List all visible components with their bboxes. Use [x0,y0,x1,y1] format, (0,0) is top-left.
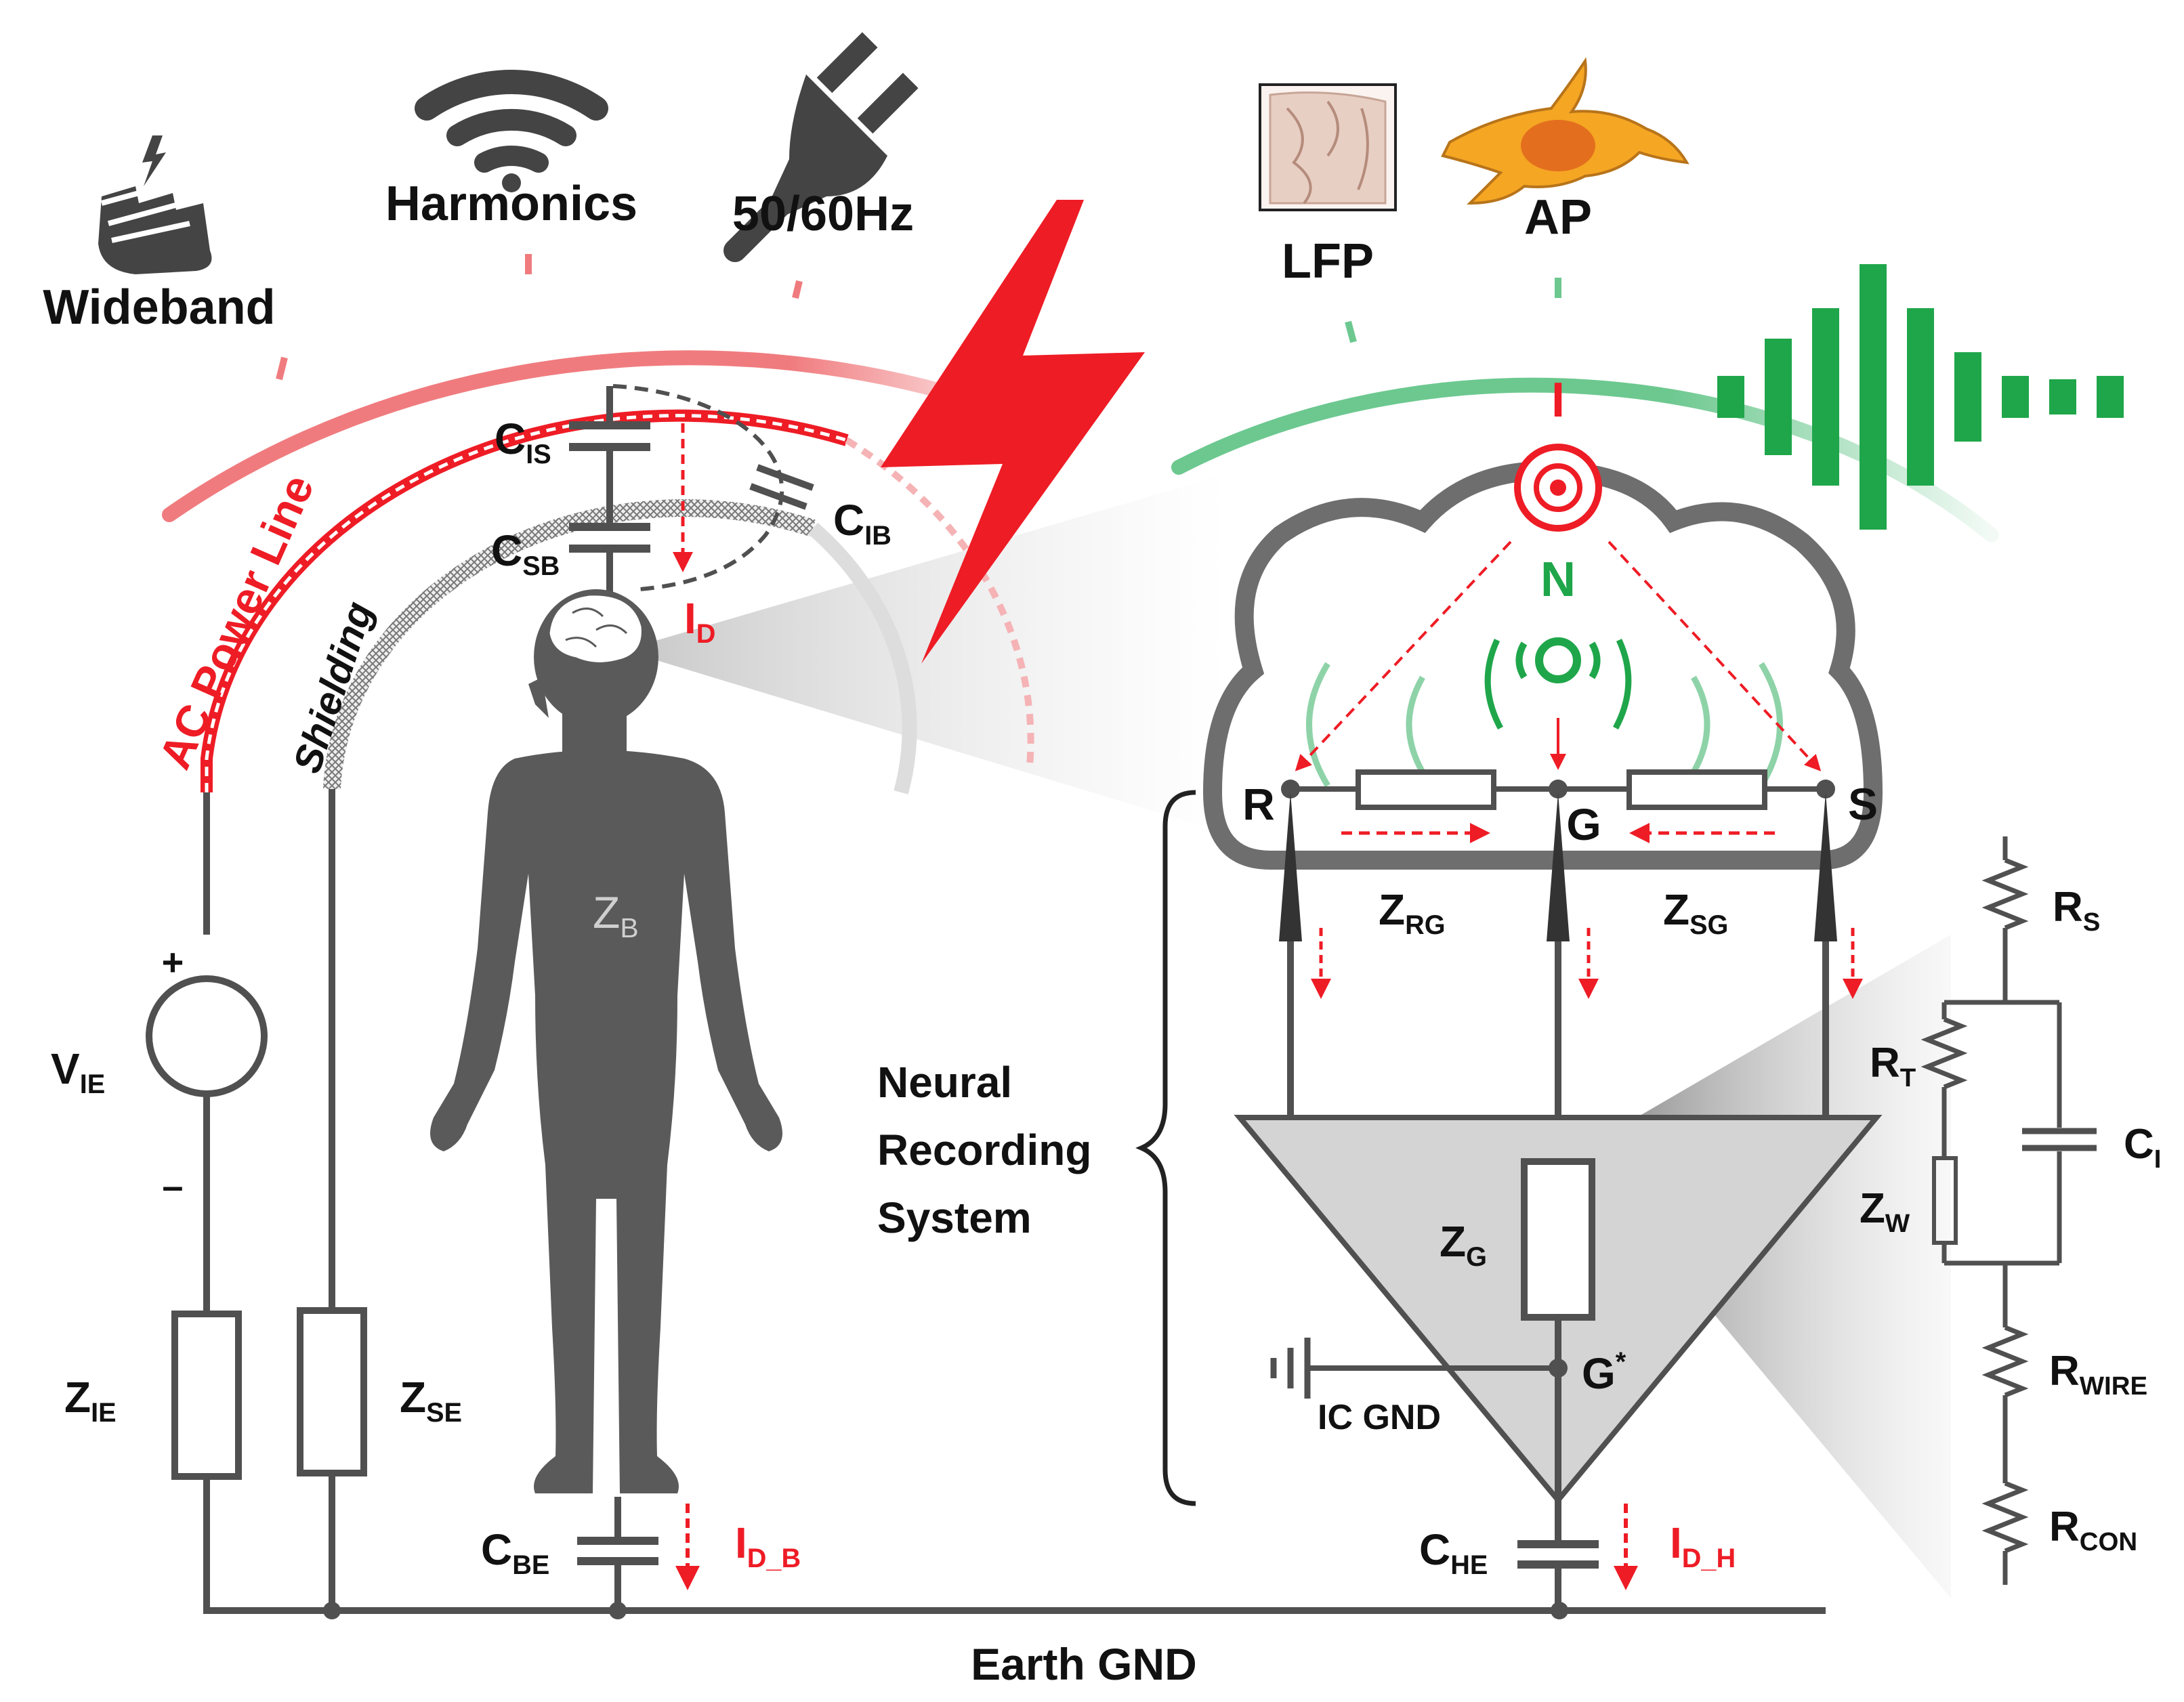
ap-neuron-icon [1441,57,1689,205]
shielding-arc [323,499,816,790]
interference-source-core [1550,480,1566,496]
junction-shield [323,1602,341,1619]
system-brace [1135,790,1196,1506]
label-ap: AP [1524,190,1592,244]
arc-tick-50-60hz [792,280,803,299]
neural-wave-left-inner [1484,639,1503,730]
v-ie-source [146,975,268,1097]
label-lfp: LFP [1282,234,1374,289]
label-wideband: Wideband [43,280,275,335]
ac-power-line-arc-inner [205,414,847,792]
label-harmonics: Harmonics [385,177,637,231]
label-plus: + [162,941,184,983]
arc-tick-wideband [276,356,288,381]
neural-source-ring [1515,641,1601,679]
z-g-resistor [1521,1158,1595,1321]
electrode-needle-s [1814,792,1837,941]
neural-wave-right-mid [1691,675,1710,774]
label-electrode-g: G [1566,799,1601,849]
neural-wave-right-outer [1759,662,1783,788]
label-ic-gnd: IC GND [1318,1398,1441,1437]
label-i-dh: ID_H [1670,1518,1736,1573]
label-i-d: ID [684,594,715,649]
label-r-s: RS [2053,884,2100,937]
label-c-ib: CIB [833,496,891,551]
interference-ray-to-s [1608,540,1822,771]
label-50-60hz: 50/60Hz [732,187,914,241]
harmonics-wifi-icon [415,70,608,192]
label-system-line3: System [877,1193,1032,1242]
wideband-hand-icon [98,135,212,274]
label-system-line2: Recording [877,1126,1091,1174]
label-neural-source: N [1540,553,1576,607]
label-v-ie: VIE [51,1044,105,1099]
lfp-brain-slice-icon [1259,83,1397,211]
interference-ray-to-r [1295,540,1512,771]
c-ib-plate-2 [749,483,807,510]
label-c-be: CBE [481,1525,549,1580]
label-z-b: ZB [593,887,639,943]
label-z-g: ZG [1440,1217,1487,1272]
arc-tick-lfp [1345,320,1357,343]
z-se-resistor [297,1307,367,1476]
signal-spectrum-arc [1171,377,1999,542]
neural-wave-right-inner [1613,639,1632,730]
label-r-t: RT [1870,1040,1916,1092]
brain-outline [547,593,644,664]
label-interference-source: I [1551,373,1565,427]
electrode-needle-g [1547,792,1570,941]
action-potential-bars [1717,264,2124,530]
node-r [1281,780,1300,799]
label-i-db: ID_B [735,1518,801,1573]
interference-spectrum-arc [162,350,1037,522]
label-system-line1: Neural [877,1058,1012,1107]
label-r-con: RCON [2049,1504,2137,1556]
node-s [1816,780,1835,799]
label-c-i: CI [2124,1121,2161,1174]
neural-wave-left-mid [1406,675,1425,774]
z-sg-resistor [1626,769,1767,810]
neural-wave-left-outer [1306,662,1330,788]
label-c-sb: CSB [491,526,560,581]
c-ib-plate-1 [756,464,814,491]
neural-source-icon [1535,637,1581,683]
human-body-silhouette [430,589,782,1493]
label-r-wire: RWIRE [2049,1348,2147,1401]
electrode-equivalent-circuit [1920,836,2097,1585]
z-ie-resistor [171,1311,242,1480]
lightning-bolt-icon [881,200,1145,664]
electrode-needle-r [1279,792,1302,941]
label-z-w: ZW [1860,1185,1910,1238]
z-rg-resistor [1356,769,1496,810]
label-z-se: ZSE [400,1373,462,1428]
label-electrode-s: S [1848,779,1878,829]
label-z-sg: ZSG [1663,885,1728,940]
label-c-is: CIS [495,414,551,469]
zoom-wedge-head [623,474,1226,833]
label-z-rg: ZRG [1379,885,1446,940]
shielding-arc-fade [807,522,917,794]
ac-power-line-arc-fade [845,437,1034,766]
power-plug-icon [723,32,919,262]
zoom-wedge-ground [1578,935,1951,1598]
label-minus: – [162,1164,183,1207]
label-earth-gnd: Earth GND [971,1639,1197,1689]
label-electrode-r: R [1242,779,1275,829]
c-ib-dashed-path [612,384,784,591]
label-c-he: CHE [1419,1525,1488,1580]
label-g-star: G* [1582,1347,1626,1398]
label-z-ie: ZIE [64,1373,117,1428]
interference-source-mid [1534,463,1582,512]
node-g [1549,780,1568,799]
brain-folds [565,608,628,648]
